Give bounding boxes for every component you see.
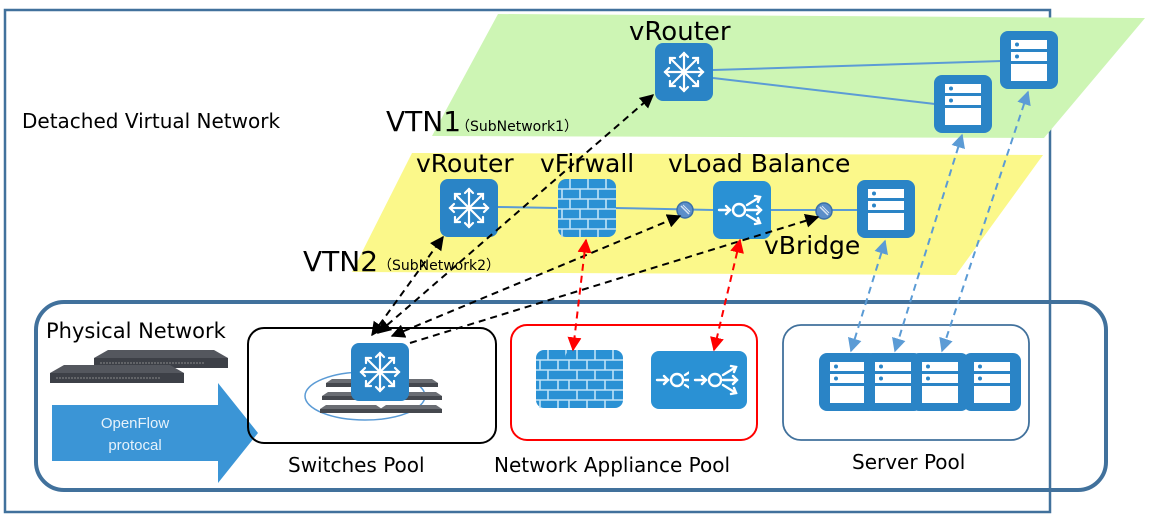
physical-server-icon[interactable] [911, 353, 969, 411]
appliance-link-lb [710, 238, 744, 352]
vtn1-subnet: （SubNetwork1） [456, 119, 578, 135]
vtn2-router-icon[interactable] [438, 177, 500, 239]
openflow-arrow [52, 383, 258, 483]
physical-loadbalancer-icon[interactable] [687, 349, 749, 411]
appliance-pool-label: Network Appliance Pool [494, 453, 730, 477]
control-link-vtn2-connector1 [390, 214, 682, 338]
physical-server-icon[interactable] [963, 353, 1021, 411]
openflow-label-2: protocal [108, 437, 161, 454]
openflow-label-1: OpenFlow [101, 415, 170, 432]
vtn1-server-icon[interactable] [934, 75, 992, 133]
physical-switch-image [49, 349, 229, 384]
vtn2-bridge-label: vBridge [764, 231, 860, 260]
vtn2-bridge-server-icon[interactable] [857, 180, 915, 238]
vtn1-router-label: vRouter [629, 17, 731, 47]
connector-icon [815, 202, 833, 220]
vtn1-link-server-b [712, 77, 936, 105]
vtn2-lb-label: vLoad Balance [668, 149, 850, 178]
appliance-link-firewall [567, 238, 592, 352]
title-label: Detached Virtual Network [22, 109, 280, 133]
vtn1-server-icon[interactable] [1000, 31, 1058, 89]
physical-switch-router-icon[interactable] [349, 341, 411, 403]
vtn2-loadbalancer-icon[interactable] [711, 179, 773, 241]
switches-pool-label: Switches Pool [288, 453, 425, 477]
physical-firewall-icon[interactable] [564, 349, 624, 409]
server-link-vtn1-server-a [939, 90, 1031, 353]
vtn2-subnet: （SubNetwork2） [378, 258, 500, 274]
connector-icon [676, 201, 694, 219]
server-pool-label: Server Pool [852, 450, 965, 474]
vtn1-name: VTN1 [386, 105, 461, 138]
physical-network-label: Physical Network [46, 319, 227, 343]
vtn2-firewall-icon[interactable] [557, 178, 617, 238]
vtn1-link-server-a [712, 60, 1003, 71]
vtn1-router-icon[interactable] [653, 41, 715, 103]
vtn2-link [497, 206, 558, 209]
vtn2-firewall-label: vFirwall [540, 149, 634, 178]
vtn2-router-label: vRouter [416, 149, 514, 178]
vtn2-name: VTN2 [303, 245, 378, 278]
outer-frame [3, 8, 1052, 514]
